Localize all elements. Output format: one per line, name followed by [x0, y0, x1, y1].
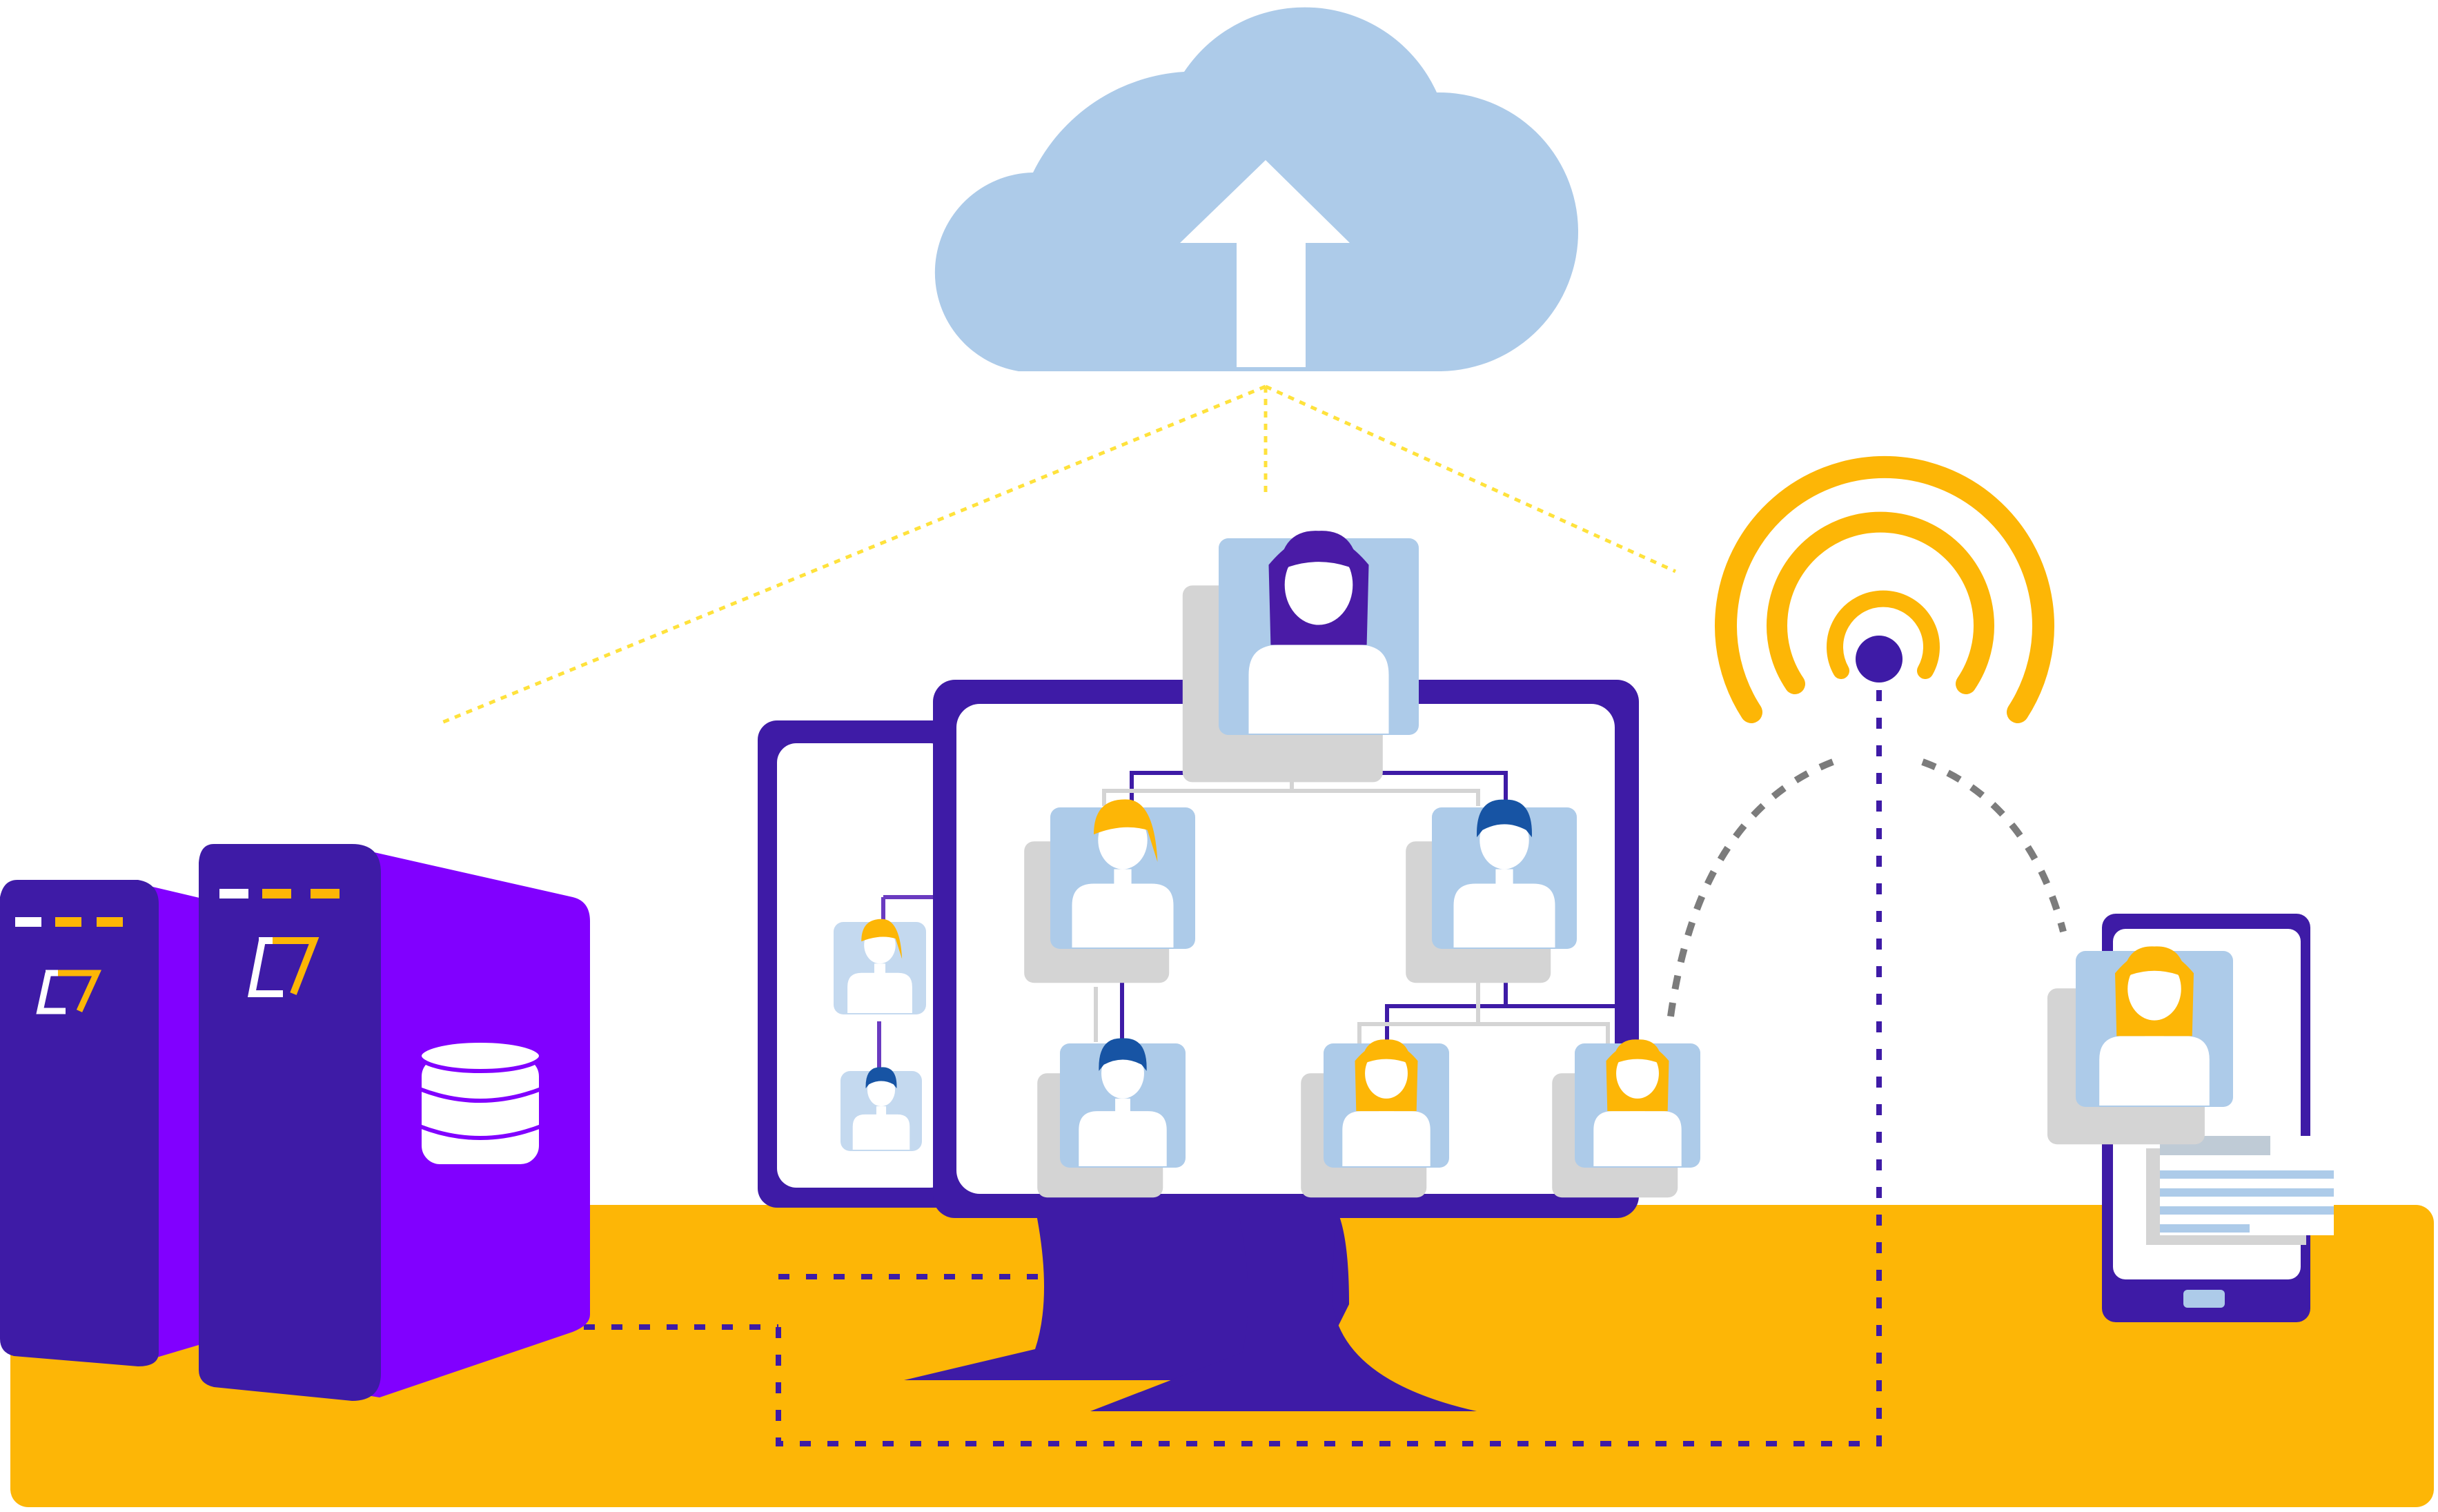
server-front	[199, 844, 590, 1401]
network-connections	[584, 690, 1882, 1446]
avatar-level2	[1024, 799, 1195, 983]
avatar-level3	[1037, 1038, 1186, 1198]
cloud-link-lines	[440, 384, 1677, 725]
avatar-back-panel	[834, 919, 926, 1014]
avatar-level3	[1552, 1039, 1700, 1198]
avatar-level3	[1301, 1039, 1449, 1198]
bracket-7-logo-icon	[36, 970, 101, 1014]
beacon-dot	[1856, 636, 1903, 683]
bracket-7-logo-icon	[247, 937, 320, 997]
avatar-back-panel	[840, 1067, 922, 1151]
avatar-level2	[1406, 799, 1577, 983]
wifi-broadcast-icon	[1715, 455, 2054, 723]
avatar-root	[1182, 531, 1419, 783]
phone-home-button	[2183, 1290, 2225, 1308]
cloud-upload-icon	[934, 7, 1579, 372]
wireless-arcs	[1667, 758, 2067, 1022]
avatar-phone	[2047, 946, 2233, 1145]
database-icon	[417, 1039, 543, 1168]
